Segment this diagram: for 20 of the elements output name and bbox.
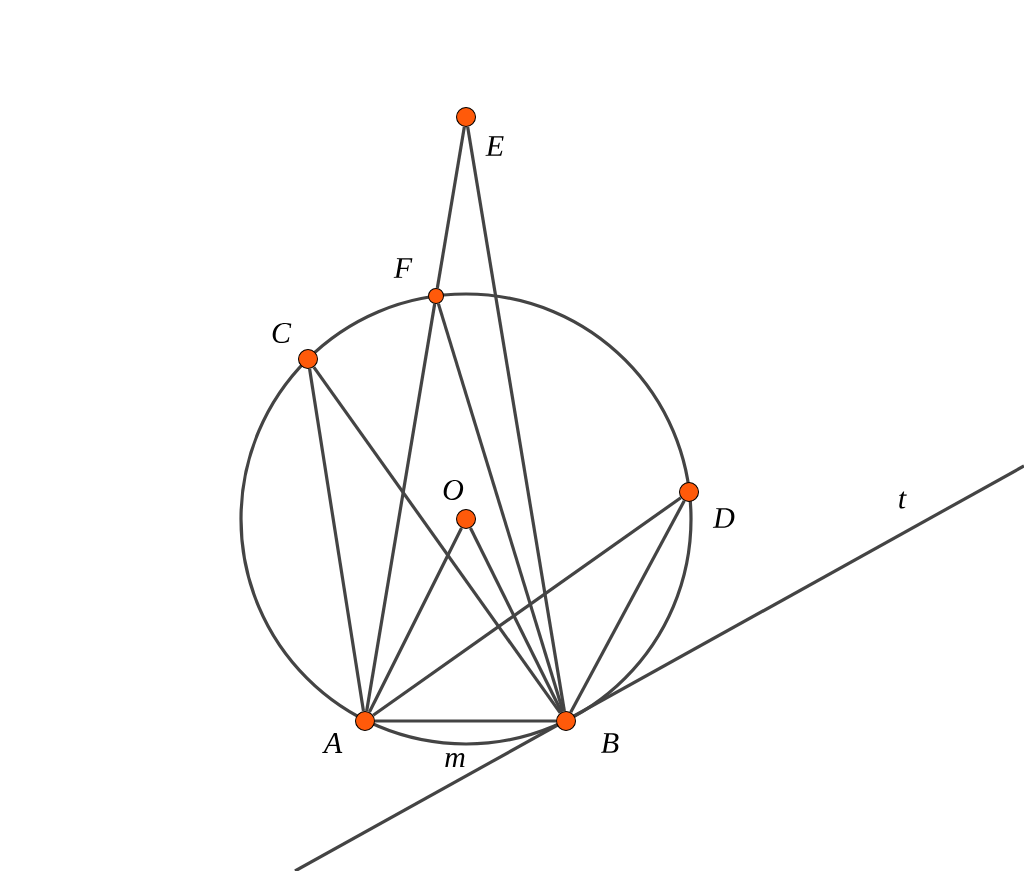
line-segment xyxy=(436,303,565,712)
line-segment xyxy=(368,527,463,713)
point-label: B xyxy=(601,733,619,753)
line-segment xyxy=(569,500,686,713)
line-segment xyxy=(307,368,366,712)
point-label: D xyxy=(712,508,735,528)
line-label: m xyxy=(445,752,465,768)
point-label: A xyxy=(322,733,343,753)
line-segment xyxy=(466,126,566,712)
line-segment xyxy=(312,366,562,714)
line-segment xyxy=(469,527,563,713)
line-segment xyxy=(365,303,437,712)
line-label: t xyxy=(899,491,907,509)
point-label: C xyxy=(272,322,292,344)
point-label: F xyxy=(393,258,413,278)
point-label: O xyxy=(443,479,464,501)
line-segment xyxy=(372,496,682,717)
line-segment xyxy=(435,126,466,289)
line-segment xyxy=(375,719,556,723)
point-label: E xyxy=(485,136,504,156)
